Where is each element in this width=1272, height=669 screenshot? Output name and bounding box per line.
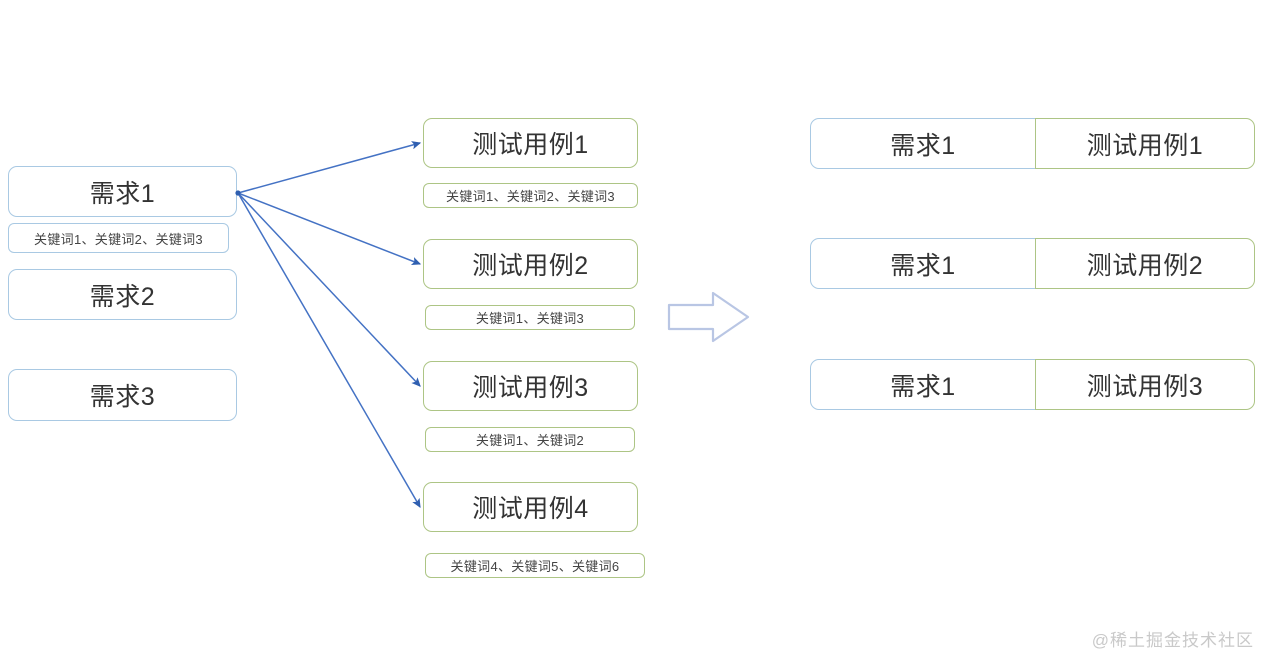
watermark-text: @稀土掘金技术社区 (1091, 631, 1254, 650)
requirement-box-3[interactable]: 需求3 (8, 369, 237, 421)
keywords-label: 关键词1、关键词3 (475, 311, 585, 326)
testcase-label: 测试用例3 (472, 374, 589, 402)
requirement-keywords-1[interactable]: 关键词1、关键词2、关键词3 (8, 223, 229, 253)
testcase-keywords-1[interactable]: 关键词1、关键词2、关键词3 (423, 183, 638, 208)
requirement-label: 需求1 (89, 179, 156, 208)
pair-testcase-3[interactable]: 测试用例3 (1035, 359, 1255, 410)
testcase-keywords-3[interactable]: 关键词1、关键词2 (425, 427, 635, 452)
mapping-arrow-3 (237, 192, 421, 387)
testcase-box-4[interactable]: 测试用例4 (423, 482, 638, 532)
pair-testcase-2[interactable]: 测试用例2 (1035, 238, 1255, 289)
testcase-label: 测试用例4 (472, 495, 589, 523)
pair-requirement-1[interactable]: 需求1 (810, 118, 1036, 169)
testcase-label: 测试用例2 (1086, 251, 1204, 280)
requirement-label: 需求1 (890, 251, 956, 280)
keywords-label: 关键词1、关键词2 (475, 433, 585, 448)
pair-requirement-2[interactable]: 需求1 (810, 238, 1036, 289)
keywords-label: 关键词1、关键词2、关键词3 (446, 189, 615, 204)
requirement-label: 需求3 (89, 383, 156, 411)
requirement-box-2[interactable]: 需求2 (8, 269, 237, 320)
testcase-label: 测试用例1 (472, 131, 589, 159)
keywords-label: 关键词4、关键词5、关键词6 (450, 559, 620, 574)
pair-requirement-3[interactable]: 需求1 (810, 359, 1036, 410)
keywords-label: 关键词1、关键词2、关键词3 (34, 231, 203, 247)
requirement-label: 需求1 (890, 372, 956, 401)
requirement-label: 需求2 (89, 282, 156, 311)
testcase-keywords-2[interactable]: 关键词1、关键词3 (425, 305, 635, 330)
mapping-arrow-1 (237, 141, 422, 194)
mapping-arrow-4 (237, 192, 421, 509)
mapping-arrow-2 (237, 192, 422, 265)
pair-testcase-1[interactable]: 测试用例1 (1035, 118, 1255, 169)
testcase-label: 测试用例1 (1086, 131, 1204, 160)
testcase-box-1[interactable]: 测试用例1 (423, 118, 638, 168)
transform-right-arrow-icon (667, 291, 750, 343)
testcase-keywords-4[interactable]: 关键词4、关键词5、关键词6 (425, 553, 645, 578)
requirement-box-1[interactable]: 需求1 (8, 166, 237, 217)
testcase-box-2[interactable]: 测试用例2 (423, 239, 638, 289)
testcase-box-3[interactable]: 测试用例3 (423, 361, 638, 411)
testcase-label: 测试用例3 (1086, 372, 1204, 401)
requirement-label: 需求1 (890, 131, 956, 160)
testcase-label: 测试用例2 (472, 252, 589, 280)
